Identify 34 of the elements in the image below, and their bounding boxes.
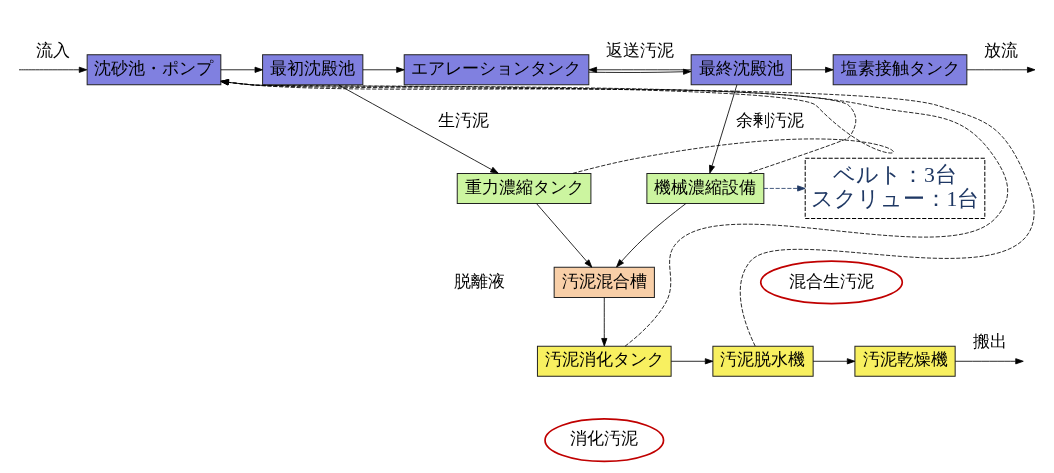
arrow bbox=[601, 297, 608, 347]
node-box: 塩素接触タンク bbox=[832, 54, 968, 86]
arrow bbox=[812, 358, 856, 365]
edge-label: 生汚泥 bbox=[438, 109, 490, 130]
node-box: 汚泥乾燥機 bbox=[854, 345, 956, 377]
arrow bbox=[536, 203, 593, 268]
node-box: 沈砂池・ポンプ bbox=[86, 54, 222, 86]
edge-label: 返送汚泥 bbox=[605, 39, 674, 60]
node-box: 汚泥消化タンク bbox=[536, 345, 672, 377]
edge-label: 流入 bbox=[36, 39, 71, 60]
arrow bbox=[220, 66, 263, 73]
arrow bbox=[709, 84, 738, 174]
node-ellipse: 混合生汚泥 bbox=[759, 260, 904, 305]
arrow bbox=[18, 66, 88, 73]
edge-label: 放流 bbox=[984, 39, 1019, 60]
arrow bbox=[670, 358, 714, 365]
arrow bbox=[966, 66, 1036, 73]
node-box: 最終沈殿池 bbox=[690, 54, 792, 86]
node-box: 汚泥混合槽 bbox=[553, 266, 655, 298]
node-box: ベルト：3台 スクリュー：1台 bbox=[804, 157, 986, 219]
node-box: 最初沈殿池 bbox=[262, 54, 364, 86]
label: 脱離液 bbox=[454, 270, 506, 291]
edge-label: 搬出 bbox=[972, 331, 1007, 352]
node-box: 汚泥脱水機 bbox=[712, 345, 814, 377]
arrow bbox=[791, 66, 834, 73]
arrow bbox=[954, 358, 1024, 365]
edge-label: 余剰汚泥 bbox=[736, 109, 805, 130]
arrow bbox=[763, 185, 806, 192]
node-box: エアレーションタンク bbox=[403, 54, 590, 86]
node-ellipse: 消化汚泥 bbox=[544, 418, 665, 463]
node-box: 機械濃縮設備 bbox=[646, 172, 765, 204]
arrow bbox=[616, 203, 687, 268]
node-box: 重力濃縮タンク bbox=[456, 172, 592, 204]
arrow bbox=[362, 66, 405, 73]
